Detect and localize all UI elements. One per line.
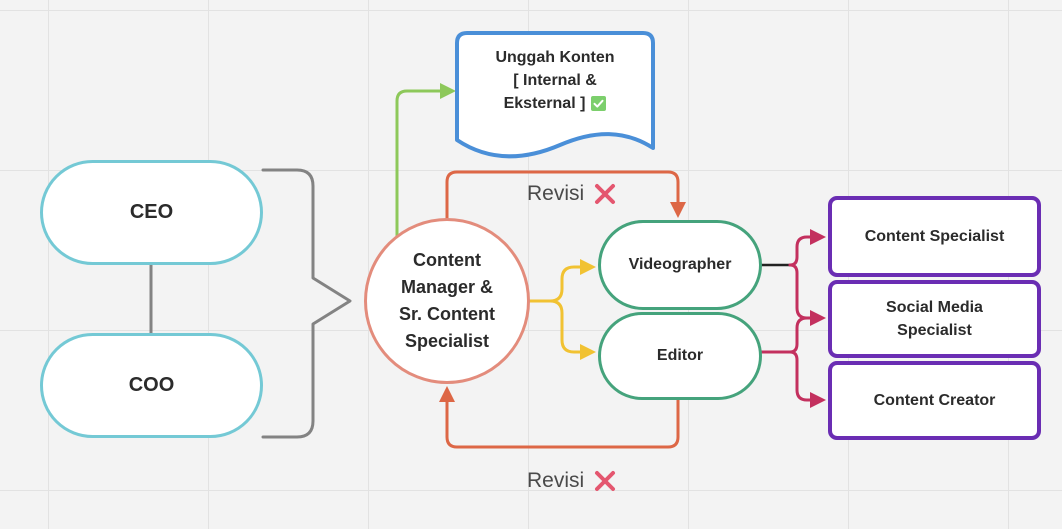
upload-label-line: [ Internal & [513,72,597,89]
ceo-label: CEO [129,201,174,223]
editor-node: Editor [598,312,762,400]
revisi-arrow-top [445,170,680,224]
upload-content-node: Unggah Konten [ Internal & Eksternal ] [455,31,655,166]
content-specialist-node: Content Specialist [828,196,1041,277]
revisi-top-arrowhead [670,202,686,218]
social-media-label-line: Specialist [897,322,972,339]
content-specialist-arrowhead [810,229,826,245]
videographer-node: Videographer [598,220,762,310]
content-creator-node: Content Creator [828,361,1041,440]
social-media-label-line: Social Media [886,299,983,316]
editor-to-social-media-branch [788,316,809,354]
handoff-arrow-content-specialist [788,235,814,267]
upload-label-line: Unggah Konten [495,49,615,66]
upload-arrow [395,89,444,244]
editor-label: Editor [656,347,704,364]
social-media-arrowhead [810,310,826,326]
content-manager-label-line: Sr. Content [398,304,495,324]
upload-content-label: Unggah Konten [ Internal & Eksternal ] [455,46,655,115]
content-manager-label-line: Specialist [404,331,490,351]
leadership-brace [261,168,352,439]
content-manager-node: Content Manager & Sr. Content Specialist [364,218,530,384]
revisi-text: Revisi [527,469,585,492]
content-manager-label-line: Manager & [400,277,494,297]
revisi-arrow-bottom [445,396,680,449]
revisi-bottom-arrowhead [439,386,455,402]
check-icon [591,96,607,111]
coo-node: COO [40,333,263,438]
handoff-arrow-social-media [788,263,814,320]
assign-editor-arrowhead [580,344,596,360]
cross-icon [594,470,616,492]
assign-arrow-videographer [526,265,584,303]
content-creator-label: Content Creator [873,392,996,409]
upload-label-line: Eksternal ] [504,92,607,115]
ceo-node: CEO [40,160,263,265]
assign-videographer-arrowhead [580,259,596,275]
handoff-arrow-content-creator [788,350,814,402]
revisi-label-bottom: Revisi [527,468,616,494]
content-creator-arrowhead [810,392,826,408]
revisi-text: Revisi [527,182,585,205]
content-manager-label-line: Content [413,250,481,270]
social-media-specialist-node: Social Media Specialist [828,280,1041,358]
cross-icon [594,183,616,205]
content-specialist-label: Content Specialist [864,228,1005,245]
upload-arrowhead [440,83,456,99]
revisi-label-top: Revisi [527,181,616,207]
assign-arrow-editor [548,299,584,354]
upload-label-text: Eksternal ] [503,95,586,112]
videographer-label: Videographer [628,256,732,273]
document-shape [455,31,655,159]
coo-label: COO [128,374,175,396]
